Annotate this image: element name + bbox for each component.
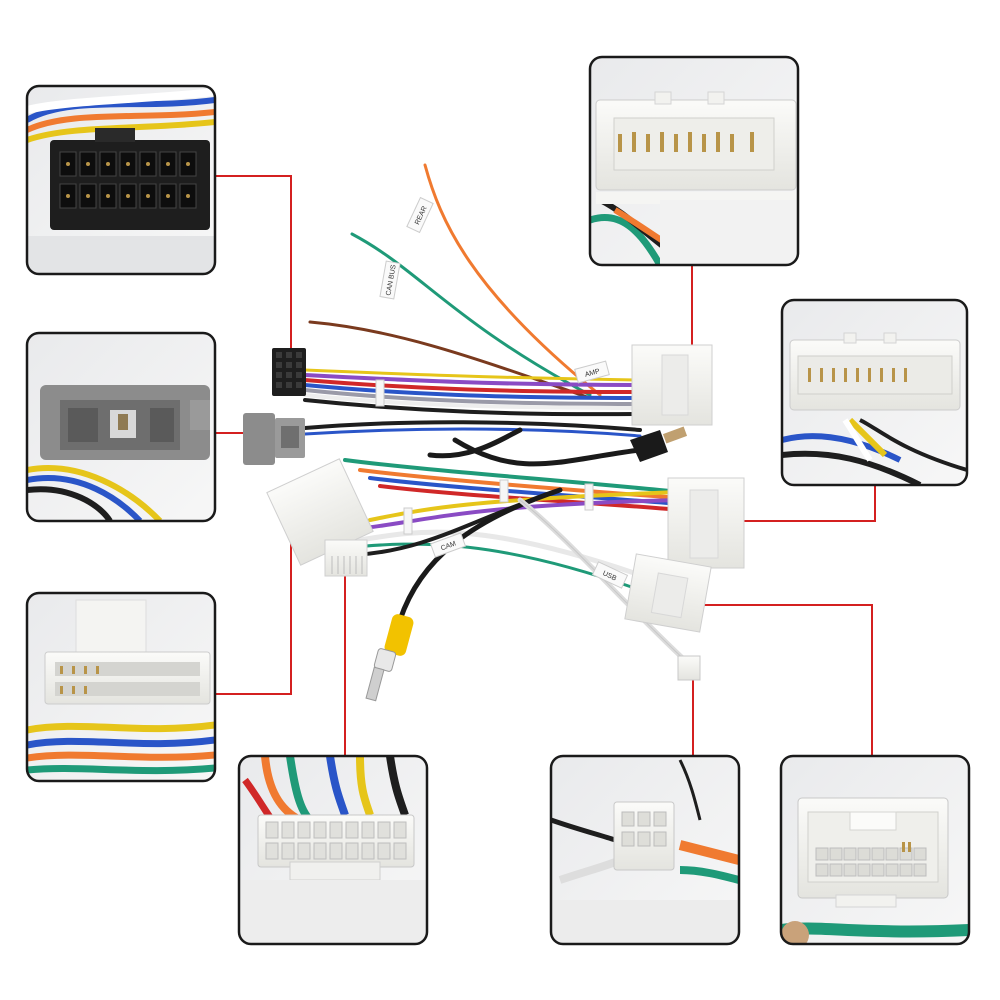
antenna-cable-2 [427, 427, 523, 459]
lower-bundle-purple [363, 498, 682, 530]
connector-pin-row [618, 132, 754, 152]
lower-bundle-green [343, 458, 682, 494]
brown-lead-wire [308, 320, 592, 400]
harness-white-24pin-connector [266, 458, 374, 577]
cable-tie [584, 483, 594, 511]
panel-mid-left [25, 331, 217, 523]
bundle-wire-white [303, 393, 642, 410]
panel-bottom-center-right [549, 754, 741, 946]
grey-conn-wire-black [303, 420, 642, 432]
callout-line-bottom-right [693, 604, 873, 756]
harness-black-iso-connector [272, 348, 306, 396]
panel-frame [237, 754, 429, 946]
callout-line-top-left [215, 175, 292, 372]
bundle-wire-black [303, 398, 642, 417]
wire-tag-text: CAM [440, 540, 457, 552]
connector-pin-cells [815, 847, 927, 877]
cable-tie [499, 479, 509, 503]
wiring-harness: REAR CAN BUS AMP CAM USB [243, 163, 745, 702]
lower-bundle-yellow [368, 490, 682, 522]
harness-grey-connector [243, 413, 305, 465]
wire-tag: USB [591, 561, 629, 589]
wire-tag: AMP [574, 360, 610, 384]
bundle-wire-purple [303, 373, 642, 387]
connector-pin-rows [55, 662, 200, 696]
panel-frame [25, 331, 217, 523]
connector-pin-cells [621, 811, 667, 847]
panel-top-right [588, 55, 800, 267]
callout-lines [215, 175, 876, 756]
wire-tag: CAN BUS [379, 260, 401, 300]
harness-white-top-right-connector [631, 344, 713, 426]
harness-white-6pin-connector [677, 655, 701, 681]
panel-frame [25, 591, 217, 783]
wire-tag: CAM [429, 532, 467, 558]
cable-tie [403, 507, 413, 535]
bundle-wire-blue [303, 383, 642, 400]
panel-lower-left [25, 591, 217, 783]
panel-frame [780, 298, 969, 487]
antenna-plug [630, 426, 688, 462]
panel-bottom-center-left [237, 754, 429, 946]
panel-top-left [25, 84, 217, 276]
harness-white-mid-right-connector [667, 477, 745, 569]
panel-frame [588, 55, 800, 267]
rca-yellow-plug [365, 614, 414, 702]
grey-conn-wire-blue [303, 427, 642, 438]
panel-frame [25, 84, 217, 276]
cable-tie [375, 379, 385, 407]
panel-bottom-right [779, 754, 971, 946]
callout-line-lower-left [215, 496, 292, 695]
panel-frame [779, 754, 971, 946]
wire-tag: REAR [406, 196, 434, 234]
callout-line-mid-right [702, 485, 876, 522]
wire-tag-text: AMP [584, 368, 601, 379]
panel-mid-right [780, 298, 969, 487]
connector-pin-row [808, 368, 907, 382]
bundle-wire-grey [303, 388, 642, 406]
panel-frame [549, 754, 741, 946]
antenna-cable [452, 437, 643, 467]
bundle-wire-red [303, 378, 642, 394]
lower-bundle-green2 [343, 542, 642, 592]
connector-pin-cells [265, 821, 407, 860]
orange-lead-wire [423, 163, 602, 397]
green-lead-wire [350, 232, 592, 397]
harness-white-16pin-connector [624, 553, 712, 633]
